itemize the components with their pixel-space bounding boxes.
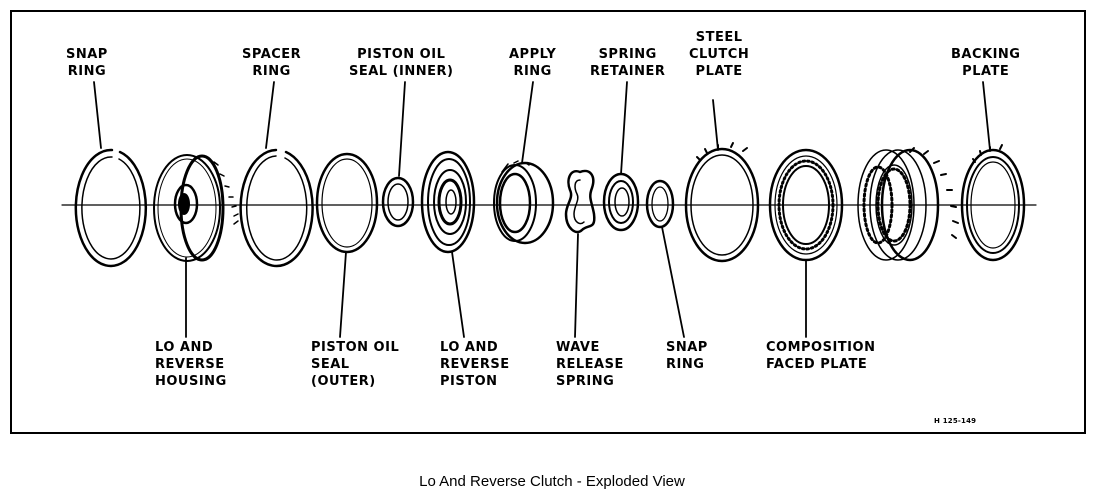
leader-lines (93, 81, 991, 338)
piston-oil-seal-inner-part (381, 176, 415, 228)
leader-spacer-ring (265, 81, 275, 149)
label-snap-ring-small: SNAP RING (666, 340, 708, 372)
apply-ring-part (493, 160, 555, 245)
snap-ring-small-part (645, 179, 675, 229)
lo-reverse-piston-part (420, 150, 476, 254)
leader-snap-ring-small (661, 226, 685, 338)
leader-apply-ring (521, 81, 534, 164)
leader-snap-ring (93, 81, 102, 149)
snap-ring-part (74, 148, 148, 268)
label-spring-retainer: SPRING RETAINER (590, 47, 666, 79)
leader-wave-release-spring (574, 233, 579, 338)
label-lo-reverse-piston: LO AND REVERSE PISTON (440, 340, 510, 389)
spring-retainer-part (602, 172, 640, 232)
label-snap-ring: SNAP RING (66, 47, 108, 79)
piston-oil-seal-outer-part (315, 152, 379, 254)
lo-reverse-housing-part (153, 154, 239, 262)
label-piston-oil-seal-outer: PISTON OIL SEAL (OUTER) (311, 340, 400, 389)
leader-lo-reverse-piston (451, 251, 465, 338)
label-backing-plate: BACKING PLATE (951, 47, 1021, 79)
label-piston-oil-seal-inner: PISTON OIL SEAL (INNER) (349, 47, 454, 79)
figure-code: H 125-149 (934, 417, 977, 425)
label-spacer-ring: SPACER RING (242, 47, 302, 79)
diagram-frame (10, 10, 1086, 434)
steel-clutch-plate-part (684, 142, 760, 263)
label-apply-ring: APPLY RING (509, 47, 557, 79)
label-composition-faced-plate: COMPOSITION FACED PLATE (766, 340, 876, 372)
leader-spring-retainer (620, 81, 628, 175)
leader-steel-clutch-plate (712, 99, 719, 151)
backing-plate-part (960, 144, 1026, 262)
figure-caption: Lo And Reverse Clutch - Exploded View (419, 473, 685, 490)
label-lo-reverse-housing: LO AND REVERSE HOUSING (155, 340, 227, 389)
label-steel-clutch-plate: STEEL CLUTCH PLATE (689, 30, 750, 79)
leader-piston-oil-seal-outer (339, 251, 347, 338)
leader-backing-plate (982, 81, 991, 151)
leader-piston-oil-seal-inner (398, 81, 406, 177)
wave-release-spring-part (564, 169, 596, 234)
label-wave-release-spring: WAVE RELEASE SPRING (556, 340, 624, 389)
spacer-ring-part (239, 148, 314, 268)
clutch-pack-part (857, 147, 959, 262)
composition-faced-plate-part (768, 148, 844, 262)
